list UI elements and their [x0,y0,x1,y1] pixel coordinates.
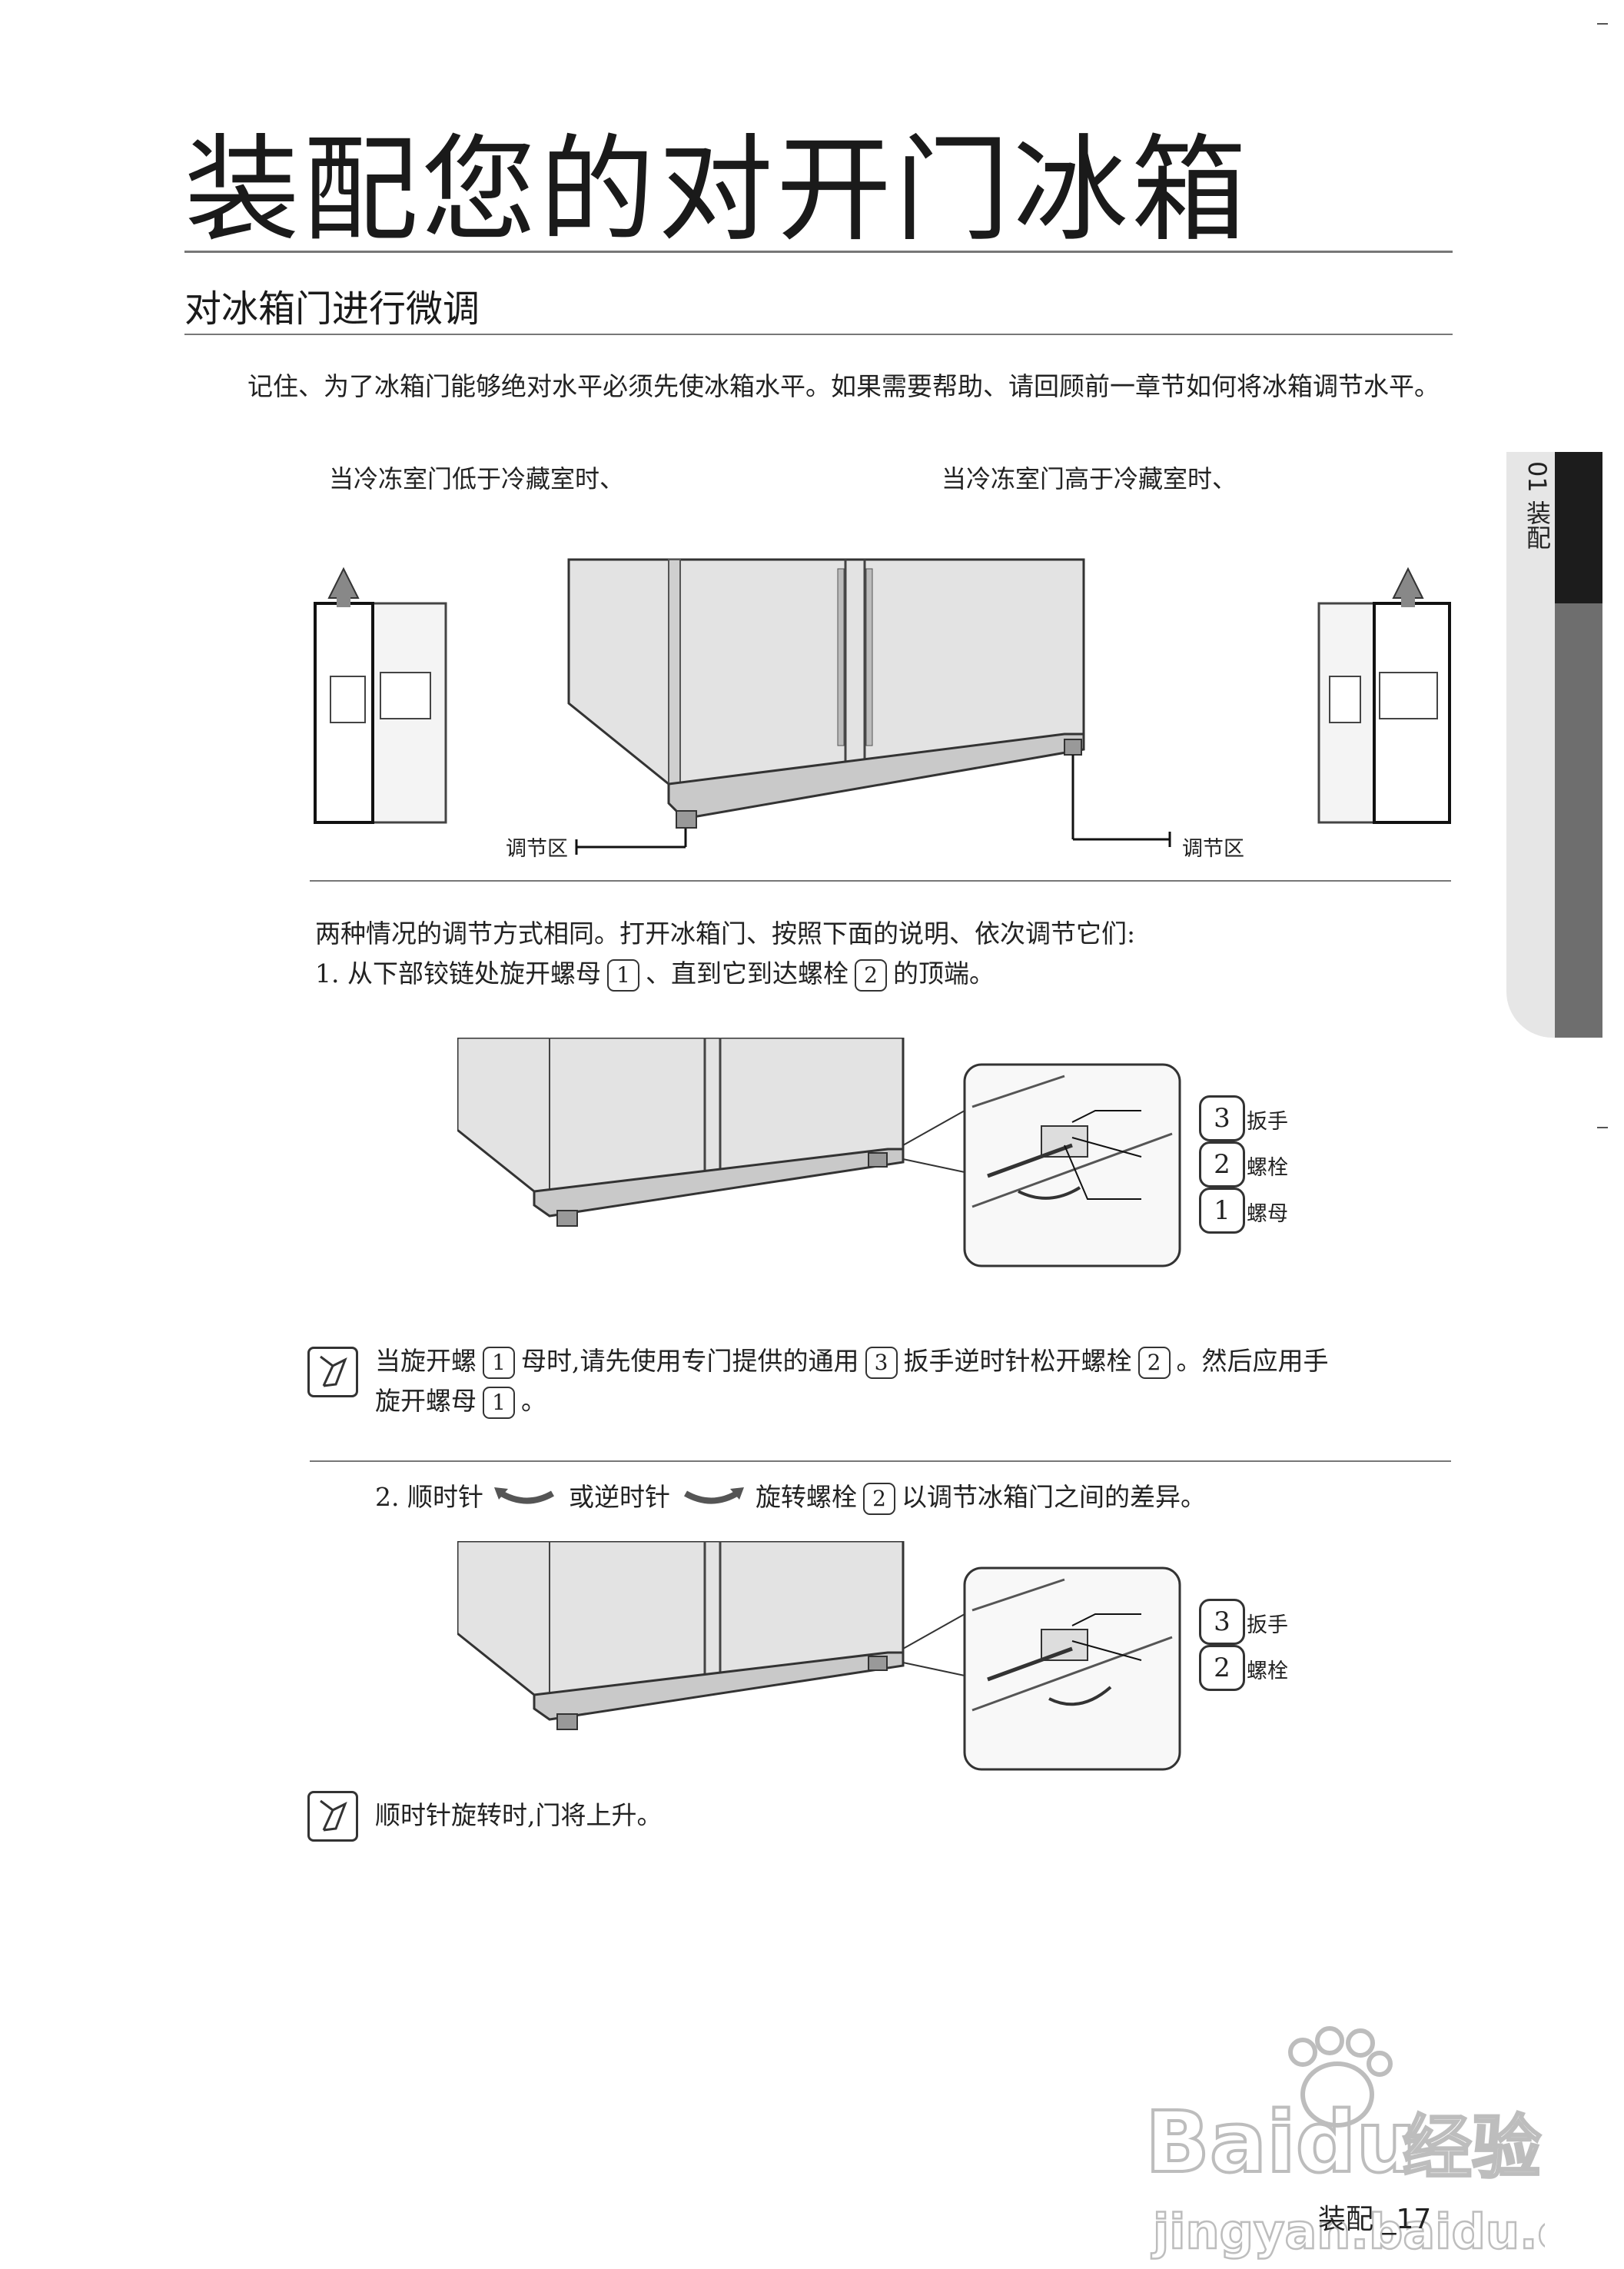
note-2: 顺时针旋转时,门将上升。 [375,1800,663,1830]
fridge-bottom-illustration [567,558,1085,829]
fridge-overview-illustration [314,558,1451,855]
step-2-text: 2. 顺时针 [375,1482,483,1512]
step-2-text: 以调节冰箱门之间的差异。 [901,1482,1206,1512]
crop-mark [1597,1127,1608,1128]
section-title: 对冰箱门进行微调 [184,287,480,331]
callout-number: 3 [865,1347,898,1379]
step-1-text: 1. 从下部铰链处旋开螺母 [315,958,601,988]
note-text: 旋开螺母 [375,1386,477,1416]
hinge-illustration-1 [457,1038,1181,1267]
section-divider [184,334,1453,335]
side-tab-dark-block [1555,452,1602,603]
small-fridge-left [314,566,447,824]
instructions-intro: 两种情况的调节方式相同。打开冰箱门、按照下面的说明、依次调节它们: [315,919,1136,948]
intro-paragraph: 记住、为了冰箱门能够绝对水平必须先使冰箱水平。如果需要帮助、请回顾前一章节如何将… [247,371,1440,401]
callout-2: 2 [1199,1141,1245,1188]
adjust-zone-label-left: 调节区 [506,837,568,861]
note-text: 。 [521,1386,546,1416]
page-title: 装配您的对开门冰箱 [184,124,1250,257]
note-text: 。然后应用手 [1176,1346,1329,1376]
step-2-text: 旋转螺栓 [755,1482,857,1512]
watermark-brand: Baidu [1145,2093,1416,2191]
side-tab-background [1506,452,1555,1038]
note-divider [310,1460,1451,1462]
wrench-label: 扳手 [1247,1110,1288,1134]
watermark-cn: 经验 [1403,2108,1541,2188]
bolt-label: 螺栓 [1247,1659,1288,1683]
case-left-label: 当冷冻室门低于冷藏室时、 [329,464,625,493]
side-tab-label: 01 装配 [1523,461,1552,550]
step-1-text: 、直到它到达螺栓 [645,958,849,988]
bolt-label: 螺栓 [1247,1156,1288,1180]
callout-2: 2 [1199,1645,1245,1691]
callout-3: 3 [1199,1095,1245,1141]
callout-number: 2 [854,959,887,992]
note-text: 扳手逆时针松开螺栓 [903,1346,1132,1376]
callout-number: 1 [606,959,639,992]
callout-number: 2 [862,1483,895,1515]
note-icon [307,1791,358,1842]
note-icon [307,1347,358,1397]
wrench-label: 扳手 [1247,1613,1288,1637]
side-tab-grey-block [1555,603,1602,1038]
title-divider [184,251,1453,253]
small-fridge-right [1317,566,1451,824]
note-text: 母时,请先使用专门提供的通用 [521,1346,859,1376]
callout-number: 1 [483,1347,515,1379]
callout-3: 3 [1199,1599,1245,1645]
step-1-text: 的顶端。 [892,958,995,988]
adjust-zone-label-right: 调节区 [1182,837,1244,861]
figure-divider [310,880,1451,882]
nut-label: 螺母 [1247,1202,1288,1226]
page-footer: 装配 _17 [1318,2204,1432,2235]
hinge-illustration-2 [457,1541,1181,1771]
note-text: 当旋开螺 [375,1346,477,1376]
clockwise-arrow-icon [494,1487,555,1504]
callout-number: 2 [1137,1347,1171,1379]
watermark-url: jingyan.baidu.com [1151,2204,1545,2260]
baidu-watermark-logo: Baidu 经验 jingyan.baidu.com [1145,2026,1545,2261]
crop-mark [1597,23,1608,25]
counterclockwise-arrow-icon [684,1487,745,1504]
case-right-label: 当冷冻室门高于冷藏室时、 [942,464,1237,493]
callout-number: 1 [483,1387,515,1419]
callout-1: 1 [1199,1188,1245,1234]
step-2-text: 或逆时针 [568,1482,670,1512]
